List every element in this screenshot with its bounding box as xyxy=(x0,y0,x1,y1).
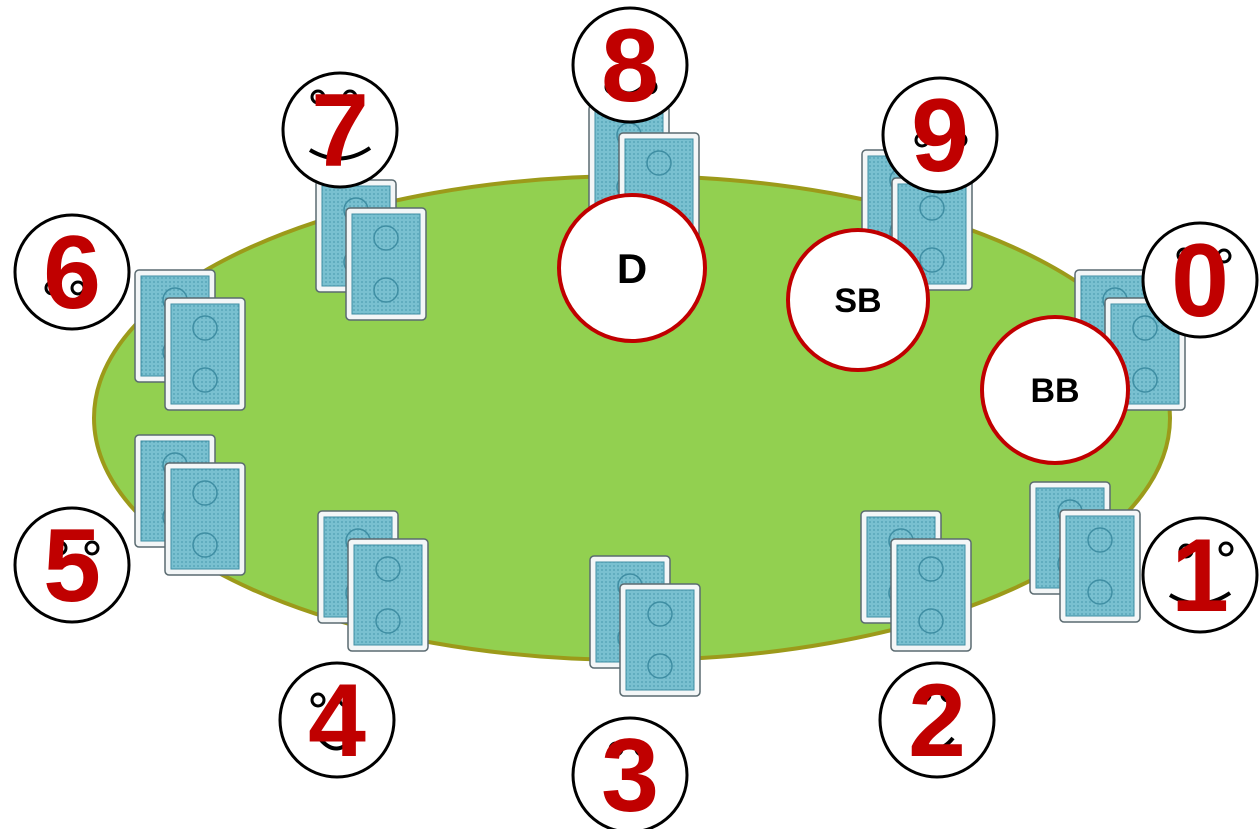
token-sb: SB xyxy=(788,230,928,370)
seat-number: 0 xyxy=(1171,223,1229,339)
seat-4: 4 xyxy=(280,663,394,779)
seat-number: 3 xyxy=(601,718,659,829)
token-label: BB xyxy=(1030,372,1079,410)
card-back-icon xyxy=(165,463,245,575)
card-back-icon xyxy=(165,298,245,410)
seat-number: 2 xyxy=(908,663,966,779)
seat-5: 5 xyxy=(15,508,129,624)
card-back-icon xyxy=(348,539,428,651)
card-back-icon xyxy=(346,208,426,320)
seat-8: 8 xyxy=(573,8,687,124)
token-bb: BB xyxy=(982,317,1128,463)
seat-3: 3 xyxy=(573,718,687,829)
token-label: SB xyxy=(834,282,881,320)
card-back-icon xyxy=(1060,510,1140,622)
seat-number: 5 xyxy=(43,508,101,624)
seat-0: 0 xyxy=(1143,223,1257,339)
seat-number: 9 xyxy=(911,78,969,194)
seat-number: 6 xyxy=(43,215,101,331)
card-back-icon xyxy=(891,539,971,651)
token-d: D xyxy=(559,195,705,341)
seat-number: 1 xyxy=(1171,518,1229,634)
seat-number: 8 xyxy=(601,8,659,124)
seat-number: 4 xyxy=(308,663,366,779)
seat-2: 2 xyxy=(880,663,994,779)
seat-6: 6 xyxy=(15,215,129,331)
seat-1: 1 xyxy=(1143,518,1257,634)
token-label: D xyxy=(617,245,647,292)
seat-9: 9 xyxy=(883,78,997,194)
seat-7: 7 xyxy=(283,73,397,189)
card-back-icon xyxy=(620,584,700,696)
seat-number: 7 xyxy=(311,73,369,189)
